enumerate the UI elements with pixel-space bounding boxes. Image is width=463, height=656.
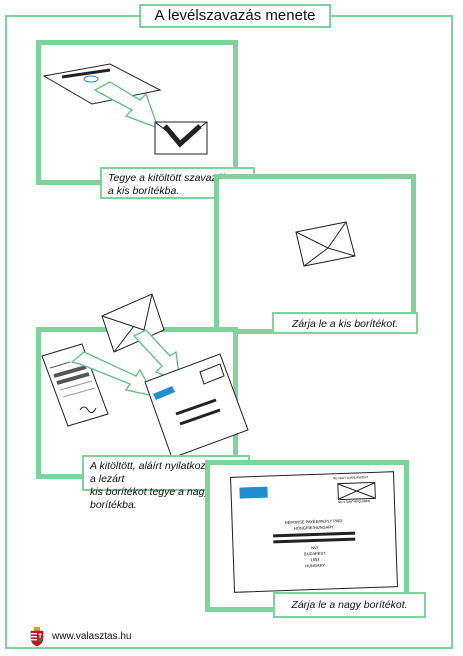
step-3-caption: A kitöltött, aláírt nyilatkozatot és a l… — [82, 455, 250, 511]
bar-1 — [273, 531, 356, 538]
stamp-label-2: NO STAMP REQUIRED — [337, 499, 371, 505]
insert-arrow-right-icon — [132, 329, 181, 384]
bar-2 — [273, 537, 356, 544]
step-3-illustration — [41, 293, 249, 459]
stamp-box — [337, 481, 376, 501]
sealed-envelope-icon — [295, 221, 356, 267]
step-4-caption: Zárja le a nagy borítékot. — [273, 592, 426, 618]
hungarian-coat-of-arms-icon — [30, 626, 44, 646]
blue-label — [239, 486, 268, 499]
step-1-illustration — [42, 63, 208, 155]
step-1-caption: Tegye a kitöltött szavazólapot a kis bor… — [100, 167, 255, 199]
stamp-label-1: NE VAGY AJÁNLÁSKÉNT — [333, 475, 369, 481]
footer: www.valasztas.hu — [30, 626, 131, 646]
step-2-caption: Zárja le a kis borítékot. — [272, 312, 418, 334]
large-envelope-front: NE VAGY AJÁNLÁSKÉNT NO STAMP REQUIRED RÉ… — [230, 471, 398, 593]
page-title: A levélszavazás menete — [139, 4, 331, 28]
step-2-illustration — [295, 221, 356, 267]
declaration-paper-icon — [41, 343, 109, 427]
address-block: NVI BUDAPEST 1553 HUNGARY — [303, 544, 326, 569]
footer-url[interactable]: www.valasztas.hu — [52, 630, 132, 642]
